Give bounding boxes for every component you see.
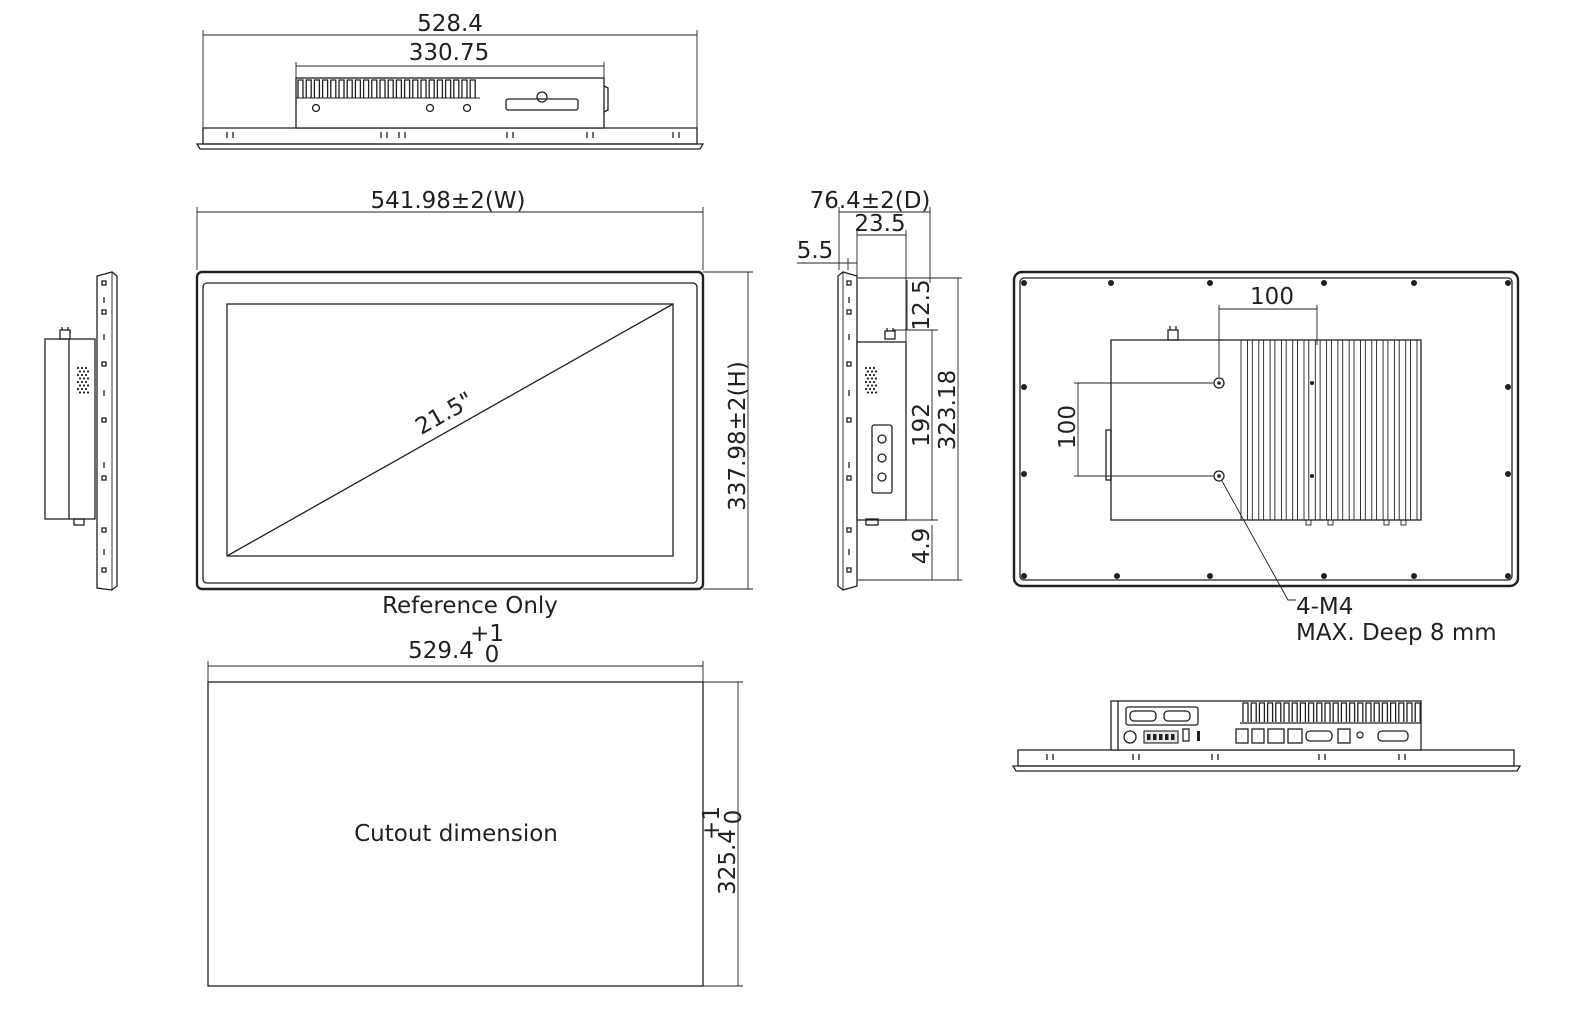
cutout-height-tol-plus: +1 [699, 806, 725, 840]
side-bottom-offset-label: 4.9 [909, 528, 935, 565]
right-side-view: 76.4±2(D) 23.5 5.5 12.5 192 323.18 4.9 [797, 188, 962, 591]
side-box-height-label: 192 [909, 403, 935, 447]
cutout-width-label: 529.4 [408, 638, 474, 664]
side-bezel-label: 5.5 [797, 238, 834, 264]
cutout-height-tol-zero: 0 [721, 810, 747, 825]
side-top-offset-label: 12.5 [909, 279, 935, 330]
cutout-dimension-label: Cutout dimension [354, 821, 558, 847]
screw-depth-label: MAX. Deep 8 mm [1296, 620, 1497, 646]
reference-only-label: Reference Only [382, 593, 558, 619]
side-box-depth-label: 23.5 [854, 211, 905, 237]
top-view: 528.4 330.75 [195, 11, 705, 150]
front-view: 541.98±2(W) 337.98±2(H) 21.5" Reference … [195, 188, 753, 619]
cutout-height-label: 325.4 [715, 829, 741, 895]
side-depth-label: 76.4±2(D) [810, 188, 931, 214]
rear-view: 100 100 4-M4 MAX. Deep 8 mm [1012, 270, 1520, 646]
cutout-width-tol-zero: 0 [485, 642, 500, 668]
screw-spec-label: 4-M4 [1296, 594, 1353, 620]
cutout-view: 529.4 +1 0 Cutout dimension 325.4 +1 0 [207, 621, 747, 987]
front-height-label: 337.98±2(H) [725, 361, 751, 511]
left-side-view [44, 271, 118, 591]
top-inner-width-label: 330.75 [409, 40, 489, 66]
vesa-horizontal-label: 100 [1250, 284, 1294, 310]
side-total-height-label: 323.18 [935, 370, 961, 450]
front-width-label: 541.98±2(W) [370, 188, 525, 214]
top-outer-width-label: 528.4 [417, 11, 483, 37]
bottom-view [1011, 700, 1522, 772]
cutout-width-tol-plus: +1 [470, 621, 504, 647]
vesa-vertical-label: 100 [1055, 405, 1081, 449]
